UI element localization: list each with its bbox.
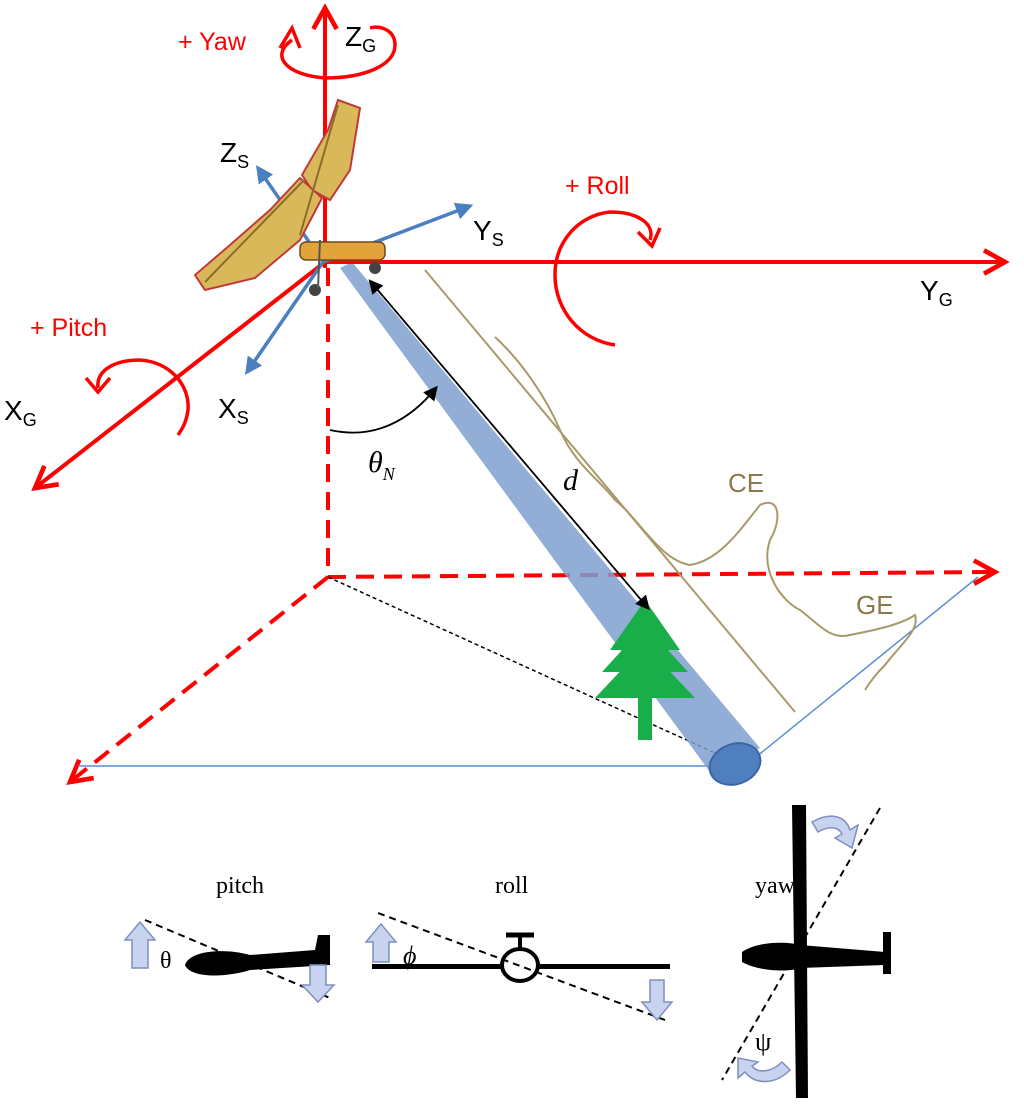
yaw-bottom-arrow-icon [737, 1057, 792, 1083]
pitch-up-arrow-icon [123, 920, 157, 969]
ground-envelope-label: GE [856, 590, 894, 620]
sensor-x-axis [245, 261, 325, 375]
tree-icon [595, 600, 695, 740]
glider-top-view-icon [742, 805, 891, 1098]
ground-y-dashed-axis [327, 572, 995, 577]
roll-up-arrow-icon [364, 922, 398, 963]
ground-axes: ZG YG XG [4, 8, 1005, 488]
ground-z-axis-label: ZG [345, 21, 376, 56]
angle-label: θN [368, 446, 396, 484]
yaw-rotation-arrow [280, 25, 397, 80]
ground-x-axis-label: XG [4, 395, 37, 430]
roll-rotation-arrow [553, 210, 653, 347]
roll-label: + Roll [565, 172, 630, 200]
distance-label: d [563, 464, 579, 497]
pitch-rotation-arrow [96, 358, 190, 436]
roll-down-arrow-icon [640, 979, 674, 1022]
nadir-angle-indicator: θN [329, 385, 438, 484]
glider-side-view-icon [185, 935, 330, 976]
sensor-y-axis-label: YS [473, 215, 504, 250]
ground-projection-line [327, 576, 736, 763]
canopy-envelope-label: CE [728, 468, 764, 498]
distance-arrow [368, 279, 650, 611]
roll-panel: roll ϕ [364, 873, 674, 1022]
sensor-z-axis-label: ZS [220, 137, 249, 172]
ground-plane [70, 268, 995, 782]
distance-indicator: d [368, 279, 650, 611]
ground-line-right [744, 576, 979, 767]
angle-arc [329, 385, 438, 434]
pitch-angle-symbol: θ [160, 948, 172, 974]
yaw-angle-symbol: ψ [755, 1027, 771, 1056]
rotation-indicators: + Yaw + Roll + Pitch [30, 24, 662, 436]
pitch-panel: pitch θ [123, 873, 336, 1004]
pitch-label: + Pitch [30, 314, 107, 342]
ground-x-dashed-axis [70, 575, 330, 782]
yaw-panel: yaw ψ [721, 805, 891, 1098]
yaw-caption: yaw [755, 873, 796, 899]
roll-caption: roll [495, 873, 529, 899]
laser-beam [340, 262, 762, 786]
yaw-label: + Yaw [178, 28, 247, 56]
yaw-top-arrow-icon [810, 815, 860, 850]
trike-ultralight-icon [193, 98, 386, 296]
ground-x-axis [35, 260, 327, 488]
beam-footprint-icon [708, 742, 762, 786]
sensor-x-axis-label: XS [218, 393, 249, 428]
pitch-down-arrow-icon [300, 964, 336, 1004]
pitch-caption: pitch [216, 873, 264, 899]
beam-body [340, 262, 760, 772]
attitude-panels: pitch θ roll ϕ yaw [123, 805, 891, 1098]
glider-front-view-icon [372, 932, 670, 983]
roll-angle-symbol: ϕ [403, 941, 416, 970]
ground-y-axis-label: YG [920, 275, 953, 310]
